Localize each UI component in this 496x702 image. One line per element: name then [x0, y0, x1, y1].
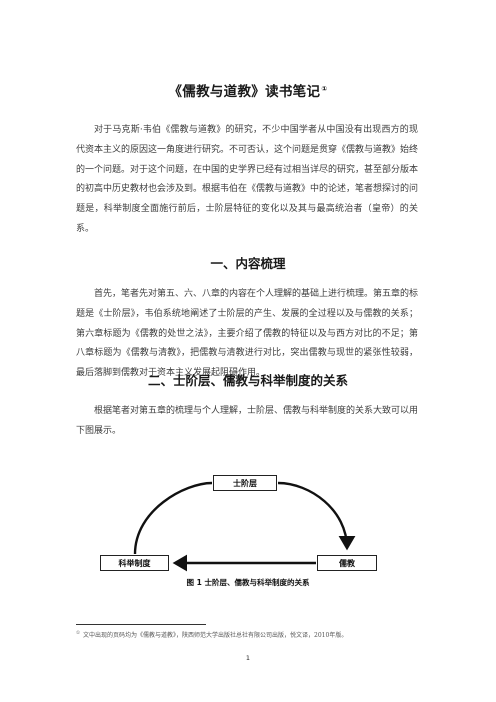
intro-paragraph: 对于马克斯·韦伯《儒教与道教》的研究，不少中国学者从中国没有出现西方的现代资本主… [76, 125, 419, 234]
section-heading-2: 二、士阶层、儒教与科举制度的关系 [147, 373, 348, 388]
section-2-paragraph: 根据笔者对第五章的梳理与个人理解，士阶层、儒教与科举制度的关系大致可以用下图展示… [76, 406, 419, 436]
title-text: 《儒教与道教》读书笔记 [168, 84, 321, 100]
arc-left-to-top [133, 481, 213, 555]
diagram-arrows [133, 481, 356, 572]
arc-top-to-right [277, 481, 356, 551]
title-footnote-mark: ① [321, 84, 328, 93]
section-1-paragraph: 首先，笔者先对第五、六、八章的内容在个人理解的基础上进行梳理。第五章的标题是《士… [76, 289, 419, 379]
page-number: 1 [245, 654, 251, 662]
footnote-text: 文中出现的页码均为《儒教与道教》，陕西师范大学出版社总社有限公司出版，悦文译，2… [83, 632, 348, 639]
footnote-divider [76, 624, 206, 625]
relationship-diagram: 士阶层 科举制度 儒教 [95, 470, 395, 590]
page-title: 《儒教与道教》读书笔记① [0, 80, 496, 100]
figure-caption: 图 1 士阶层、儒教与科举制度的关系 [186, 578, 310, 587]
node-confucianism: 儒教 [317, 555, 377, 571]
footnote-mark: ① [76, 631, 81, 636]
node-shi-class: 士阶层 [213, 475, 277, 491]
section-heading-1: 一、内容梳理 [210, 256, 286, 271]
node-imperial-exam: 科举制度 [100, 555, 169, 571]
